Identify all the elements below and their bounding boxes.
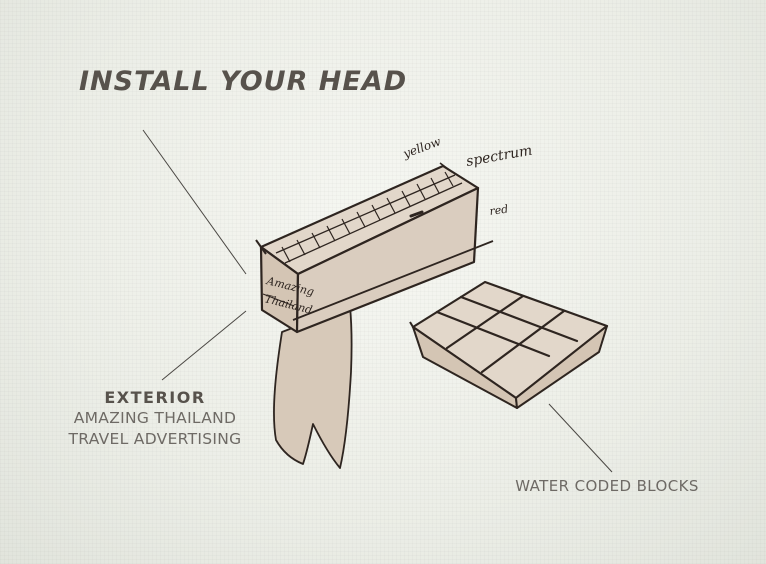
fabric-body bbox=[273, 305, 353, 469]
leader-line-head bbox=[142, 129, 247, 275]
leader-line-exterior bbox=[161, 310, 247, 381]
exterior-heading: EXTERIOR bbox=[104, 388, 206, 407]
leader-line-blocks bbox=[548, 403, 613, 473]
slide-title: INSTALL YOUR HEAD bbox=[79, 66, 408, 97]
exterior-line-1: AMAZING THAILAND bbox=[73, 409, 237, 427]
label-spectrum: spectrum bbox=[465, 143, 534, 170]
label-yellow: yellow bbox=[400, 134, 443, 161]
water-blocks bbox=[409, 280, 609, 409]
exterior-line-2: TRAVEL ADVERTISING bbox=[68, 430, 242, 448]
exterior-label: EXTERIOR AMAZING THAILAND TRAVEL ADVERTI… bbox=[40, 388, 270, 450]
label-red: red bbox=[489, 202, 509, 217]
head-box: Amazing Thailand bbox=[255, 162, 494, 334]
water-blocks-label: WATER CODED BLOCKS bbox=[515, 477, 699, 495]
